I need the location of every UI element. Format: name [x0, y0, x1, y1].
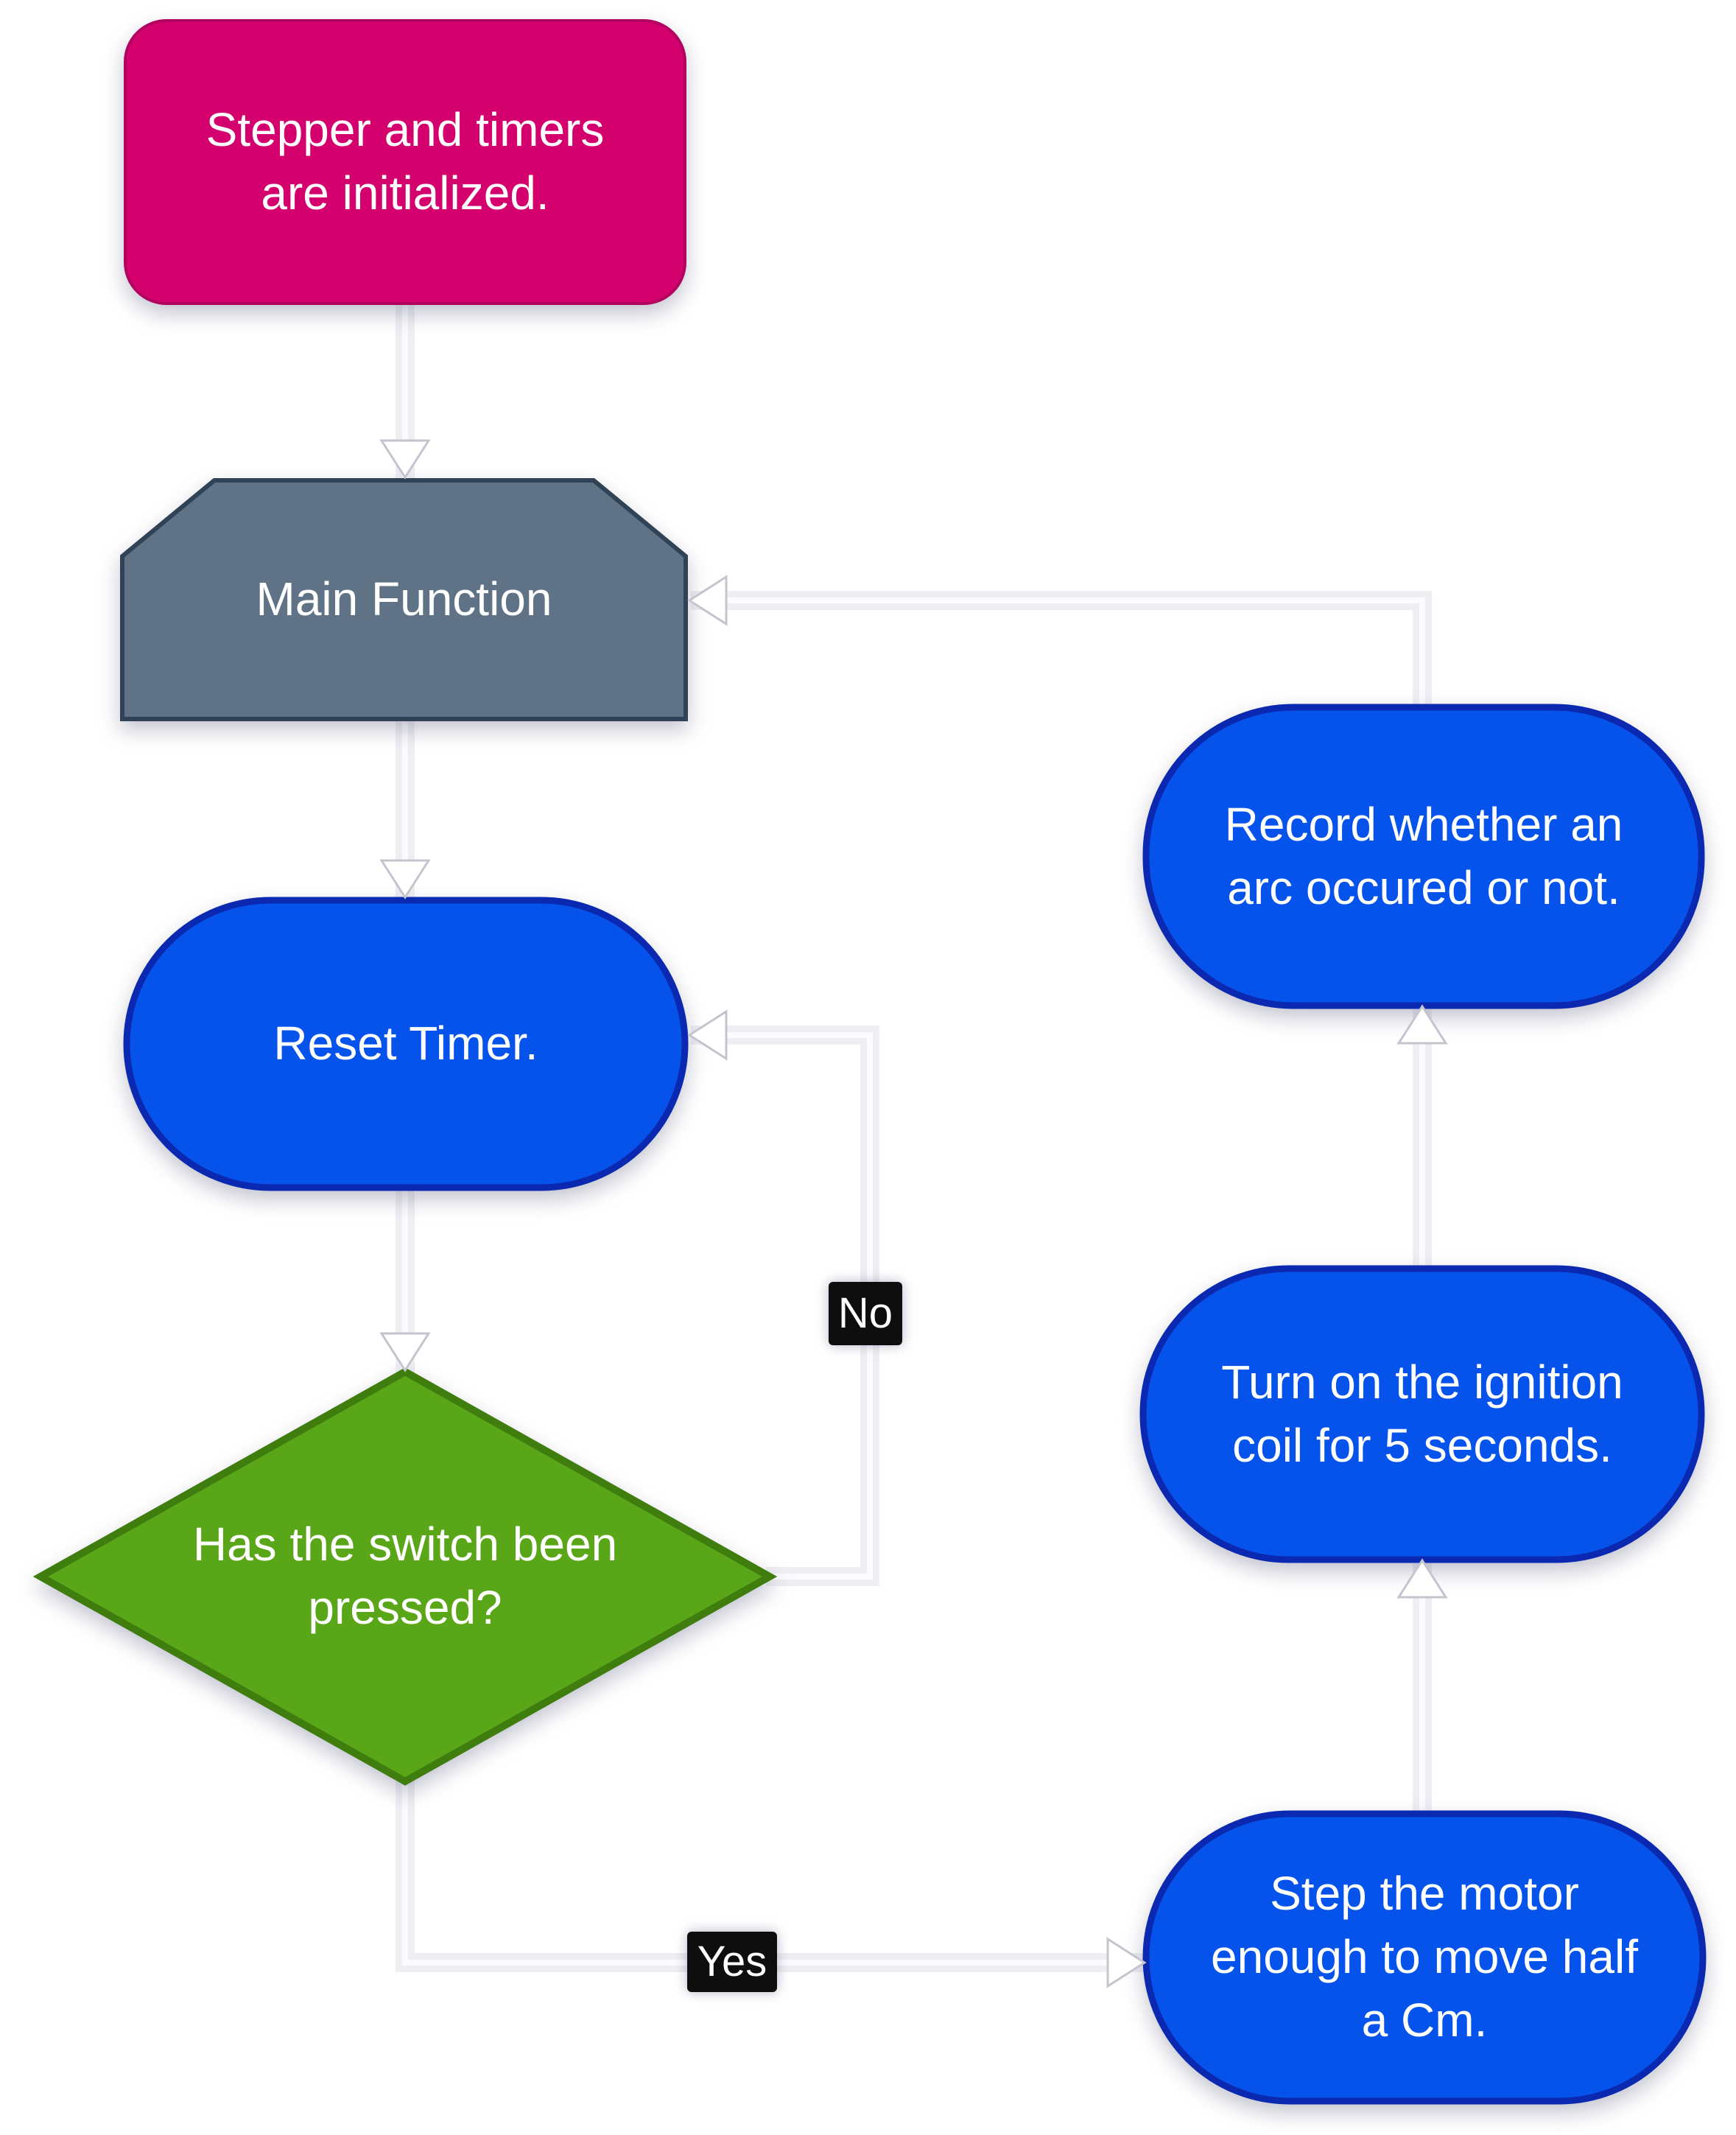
connector-core: [691, 597, 1425, 710]
edge-label-no: No: [829, 1282, 902, 1345]
arrowhead-down-icon: [379, 1332, 431, 1372]
connector-record-to-main: [691, 591, 1432, 710]
start-node-shape: [124, 19, 686, 305]
arrowhead-left-icon: [687, 575, 728, 626]
reset-timer-node-shape: [123, 897, 689, 1191]
arrowhead-down-icon: [379, 859, 431, 900]
record-arc-node-shape: [1142, 704, 1705, 1009]
arrowhead-up-icon: [1396, 1558, 1448, 1599]
arrowhead-right-icon: [1106, 1937, 1147, 1988]
arrowhead-up-icon: [1396, 1004, 1448, 1045]
arrowhead-down-icon: [379, 439, 431, 480]
step-motor-node-shape: [1142, 1810, 1707, 2105]
connector-layer: [396, 299, 1432, 1972]
arrowhead-left-icon: [687, 1009, 728, 1061]
node-layer: [32, 19, 1707, 2105]
main-function-node-shape: [120, 478, 688, 721]
decision-node-shape: [32, 1367, 778, 1786]
edge-label-yes: Yes: [687, 1932, 777, 1992]
arrowhead-layer: [379, 439, 1448, 1988]
ignition-node-shape: [1139, 1265, 1705, 1563]
connector-core: [402, 1778, 1143, 1966]
